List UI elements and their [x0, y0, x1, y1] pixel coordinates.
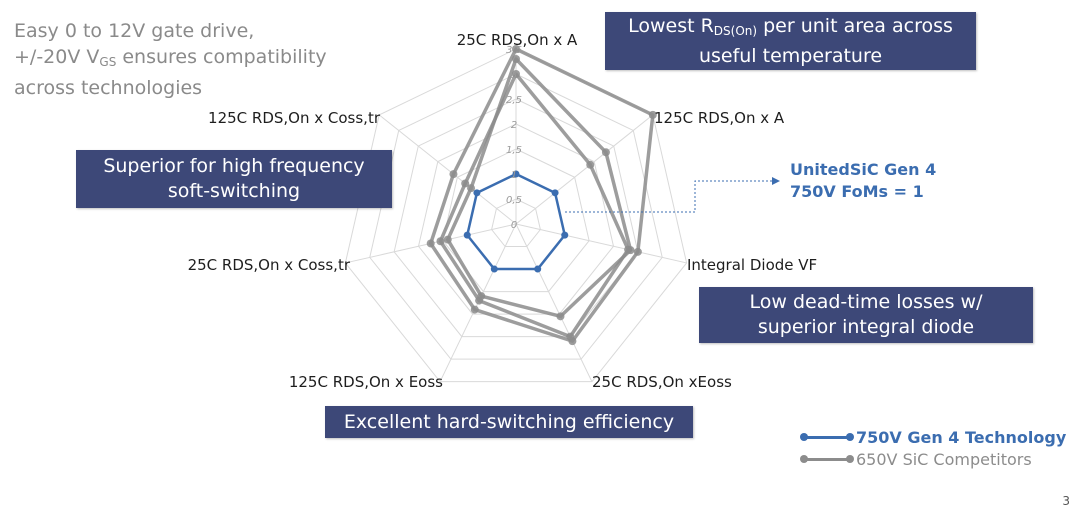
tick-label: 2 — [511, 120, 517, 131]
data-point-competitor — [624, 245, 633, 254]
callout-top-post: per unit area across — [757, 14, 953, 37]
data-point-gen4 — [490, 265, 498, 273]
callout-left-line-2: soft-switching — [167, 180, 301, 202]
callout-bottom-line: Excellent hard-switching efficiency — [343, 410, 675, 433]
data-point-competitor — [443, 235, 452, 244]
axis-label: 125C RDS,On x Eoss — [289, 373, 443, 391]
intro-line-2-post: ensures compatibility — [116, 46, 327, 68]
axis-label: 25C RDS,On x A — [457, 31, 578, 49]
callout-right-line-1: Low dead-time losses w/ — [749, 291, 983, 313]
data-point-competitor — [512, 45, 520, 53]
data-point-competitor — [467, 184, 476, 193]
grid-spoke — [515, 114, 654, 225]
tick-label: 3 — [511, 70, 517, 81]
radar-ticks: 0 0,5 1 1,5 2 2,5 3 3,5 — [506, 45, 522, 231]
data-point-competitor — [512, 55, 520, 63]
callout-left-line-1: Superior for high frequency — [103, 155, 365, 177]
callout-lowest-rdson: Lowest RDS(On) per unit area across usef… — [605, 12, 976, 70]
axis-label: 25C RDS,On xEoss — [592, 373, 732, 391]
callout-top-pre: Lowest R — [628, 14, 714, 37]
page-number: 3 — [1062, 494, 1070, 508]
data-point-gen4 — [561, 231, 569, 239]
grid-ring — [442, 148, 590, 293]
data-point-competitor — [470, 305, 479, 314]
callout-right-line-2: superior integral diode — [757, 316, 975, 338]
legend-swatch-competitors — [800, 453, 854, 465]
data-point-competitor — [586, 160, 595, 169]
radar-series — [426, 45, 657, 346]
tick-label: 0 — [511, 220, 517, 231]
tick-label: 0,5 — [506, 195, 522, 206]
series-line-gen4 — [466, 172, 566, 271]
axis-label: 125C RDS,On x A — [654, 109, 785, 127]
data-point-competitor — [436, 237, 445, 246]
data-point-competitor — [475, 296, 484, 305]
axis-label: Integral Diode VF — [687, 256, 817, 274]
data-point-competitor — [449, 170, 458, 179]
data-point-gen4 — [534, 265, 542, 273]
tick-label: 2,5 — [506, 95, 522, 106]
gen4-annotation-line-1: UnitedSiC Gen 4 — [790, 160, 937, 179]
legend: 750V Gen 4 Technology 650V SiC Competito… — [800, 426, 1066, 470]
intro-line-2: +/-20V VGS ensures compatibility — [14, 44, 354, 75]
callout-soft-switching: Superior for high frequency soft-switchi… — [76, 150, 392, 208]
intro-line-2-sub: GS — [99, 55, 117, 69]
axis-label: 125C RDS,On x Coss,tr — [208, 109, 381, 127]
data-point-competitor — [648, 110, 657, 119]
series-line-competitor — [428, 47, 655, 343]
intro-line-1: Easy 0 to 12V gate drive, — [14, 20, 255, 42]
data-point-competitor — [461, 179, 470, 188]
grid-ring — [393, 98, 639, 338]
tick-label: 1 — [511, 170, 517, 181]
data-point-competitor — [633, 247, 642, 256]
legend-item-gen4: 750V Gen 4 Technology — [800, 426, 1066, 448]
legend-label-gen4: 750V Gen 4 Technology — [856, 427, 1067, 447]
intro-line-2-pre: +/-20V V — [14, 46, 100, 68]
radar-axis-labels: 25C RDS,On x A 125C RDS,On x A Integral Di… — [188, 31, 818, 391]
series-line-competitor — [446, 57, 633, 319]
data-point-competitor — [601, 148, 610, 157]
callout-top-sub: DS(On) — [713, 23, 758, 38]
data-point-competitor — [568, 337, 577, 346]
data-point-gen4 — [473, 189, 481, 197]
gen4-annotation: UnitedSiC Gen 4 750V FoMs = 1 — [790, 159, 936, 203]
tick-label: 1,5 — [506, 145, 522, 156]
intro-line-3: across technologies — [14, 77, 203, 99]
callout-hard-switching: Excellent hard-switching efficiency — [325, 406, 693, 438]
data-point-gen4 — [463, 231, 471, 239]
grid-spoke — [515, 223, 593, 382]
callout-top-line-2: useful temperature — [698, 44, 883, 67]
grid-spoke — [378, 114, 517, 225]
axis-label: 25C RDS,On x Coss,tr — [188, 256, 351, 274]
data-point-competitor — [556, 312, 565, 321]
annotation-arrow-icon — [772, 177, 780, 185]
grid-ring — [491, 198, 541, 248]
gen4-annotation-line-2: 750V FoMs = 1 — [790, 182, 924, 201]
legend-swatch-gen4 — [800, 431, 854, 443]
callout-dead-time: Low dead-time losses w/ superior integra… — [699, 287, 1033, 343]
tick-label: 3,5 — [506, 45, 522, 56]
series-line-competitor — [438, 72, 630, 339]
grid-ring — [369, 73, 663, 360]
data-point-competitor — [512, 70, 520, 78]
grid-spoke — [515, 223, 687, 264]
data-point-competitor — [426, 239, 435, 248]
grid-ring — [344, 48, 688, 383]
callout-top-line-1: Lowest RDS(On) per unit area across — [605, 14, 976, 44]
intro-text: Easy 0 to 12V gate drive, +/-20V VGS ens… — [14, 18, 354, 101]
legend-label-competitors: 650V SiC Competitors — [856, 449, 1032, 469]
annotation-leader-line — [565, 180, 772, 213]
data-point-gen4 — [551, 189, 559, 197]
data-point-gen4 — [512, 170, 520, 178]
legend-item-competitors: 650V SiC Competitors — [800, 448, 1066, 470]
